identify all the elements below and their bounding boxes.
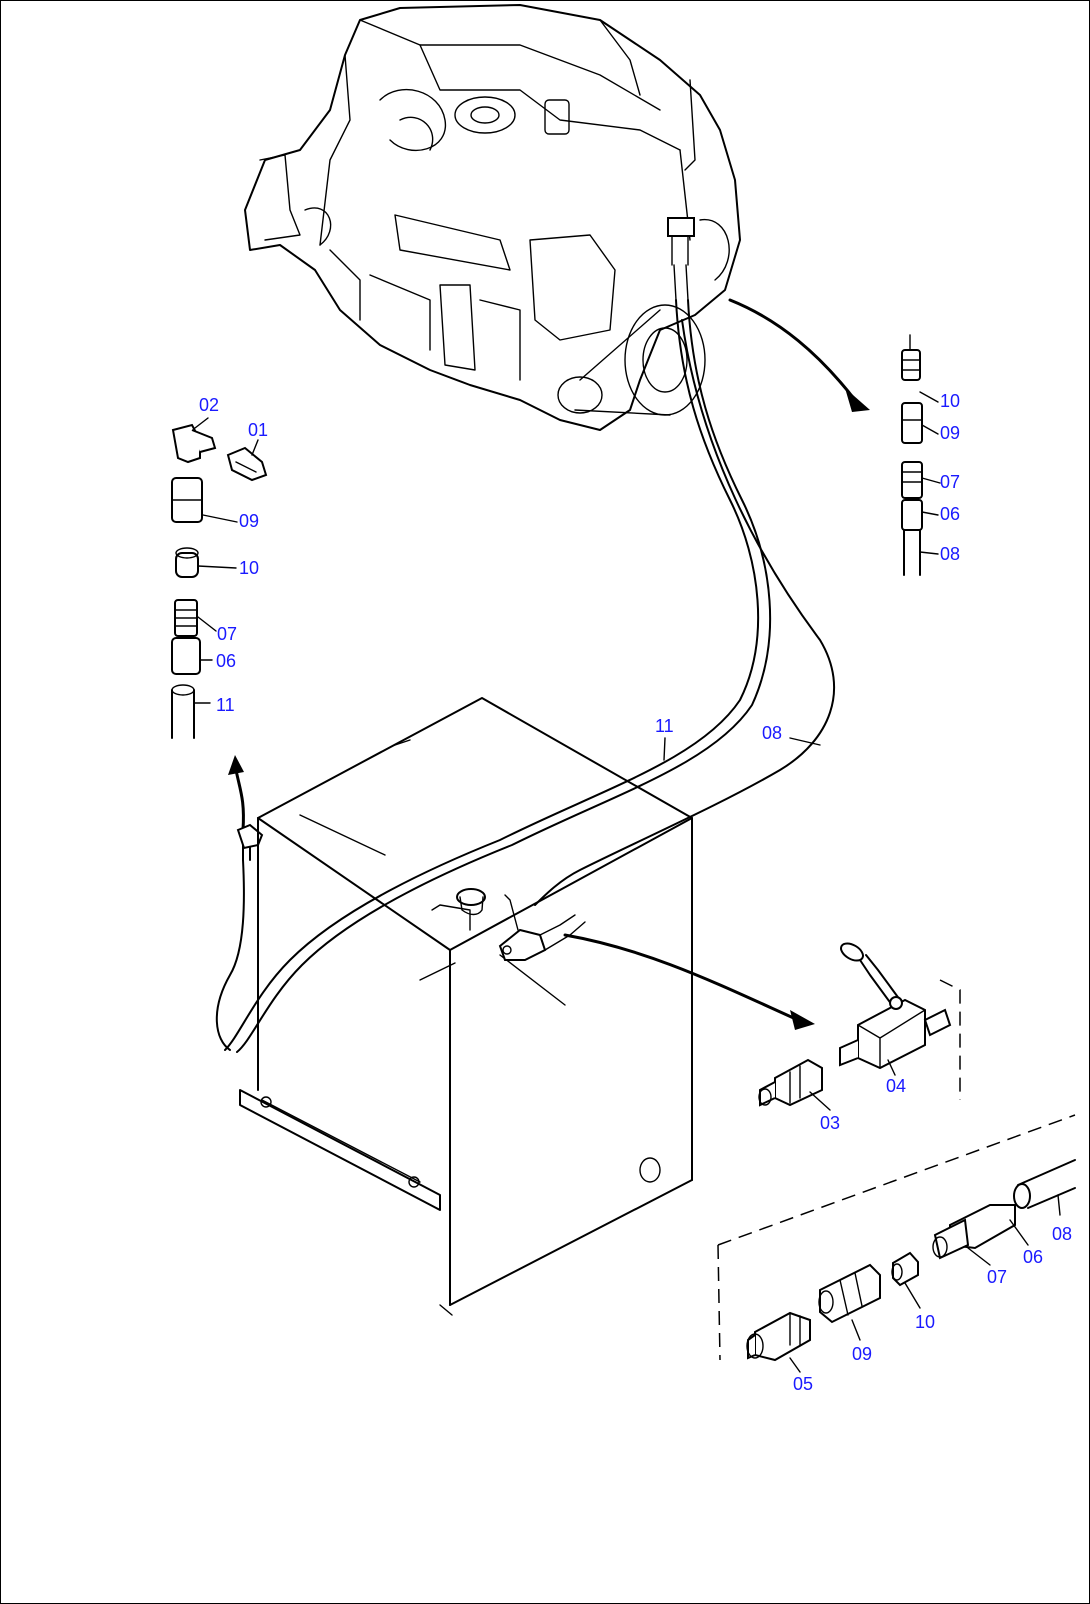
right-top-fitting-stack	[901, 334, 923, 576]
hose-lines	[215, 299, 835, 1053]
valve-detail	[758, 942, 961, 1107]
callout-02: 02	[199, 395, 220, 415]
callout-07: 07	[987, 1267, 1008, 1287]
callout-09: 09	[852, 1344, 873, 1364]
callout-06: 06	[216, 651, 237, 671]
callout-04: 04	[886, 1076, 907, 1096]
callout-09: 09	[239, 511, 260, 531]
callout-08: 08	[940, 544, 961, 564]
callout-07: 07	[940, 472, 961, 492]
callout-10: 10	[940, 391, 961, 411]
callout-01: 01	[248, 420, 269, 440]
callout-11: 11	[655, 716, 674, 736]
leader-lines	[193, 391, 1061, 1373]
callout-03: 03	[820, 1113, 841, 1133]
left-fitting-stack	[171, 423, 268, 739]
callout-07: 07	[217, 624, 238, 644]
callout-06: 06	[1023, 1247, 1044, 1267]
callout-11: 11	[216, 695, 235, 715]
callout-10: 10	[915, 1312, 936, 1332]
callout-05: 05	[793, 1374, 814, 1394]
drain-hose-detail	[717, 1114, 1076, 1362]
fuel-tank	[239, 697, 693, 1316]
callout-08: 08	[762, 723, 783, 743]
callout-08: 08	[1052, 1224, 1073, 1244]
engine-block	[244, 4, 741, 431]
valve-detail-arrow	[563, 933, 815, 1030]
callout-10: 10	[239, 558, 260, 578]
callout-09: 09	[940, 423, 961, 443]
engine-detail-arrow	[728, 298, 870, 412]
callout-06: 06	[940, 504, 961, 524]
